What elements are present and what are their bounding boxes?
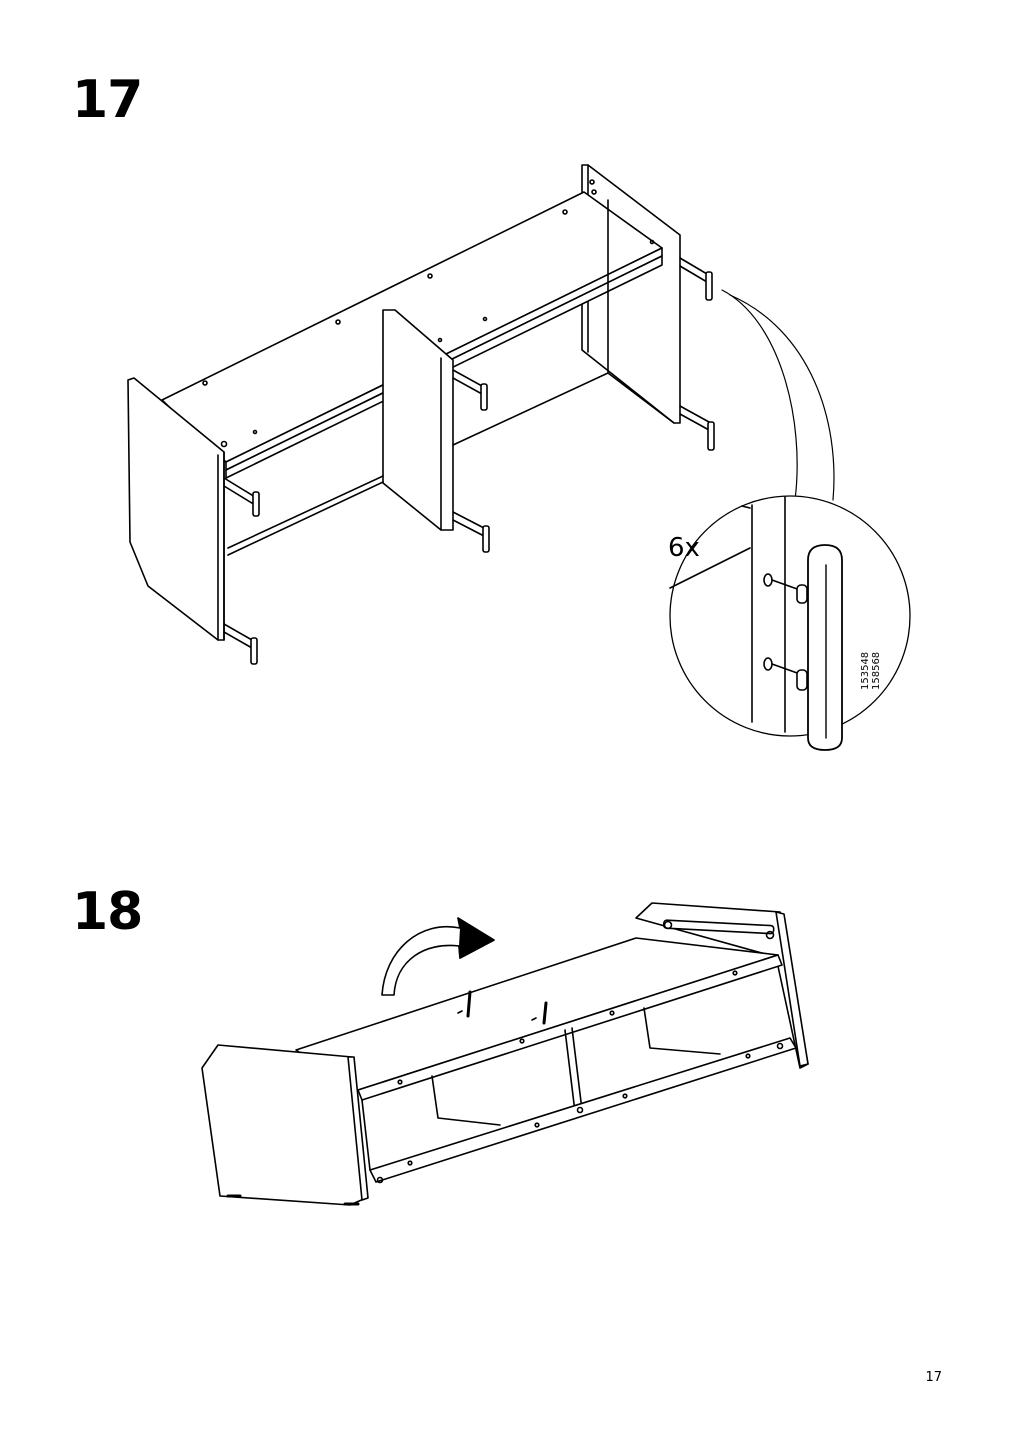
left-side-panel xyxy=(127,377,225,641)
quantity-label: 6x xyxy=(668,533,700,563)
detail-callout xyxy=(669,495,911,751)
connector-pins xyxy=(223,257,715,665)
rotate-arrow-icon xyxy=(381,917,495,996)
page-number: 17 xyxy=(925,1370,942,1385)
step-18-illustration xyxy=(201,902,809,1206)
step-number-17: 17 xyxy=(72,70,143,130)
step-number-18: 18 xyxy=(72,882,143,942)
part-number-1: 153548 xyxy=(860,652,871,690)
step-17-illustration xyxy=(127,164,911,751)
right-end-panel xyxy=(635,902,809,1069)
left-end-panel xyxy=(201,1044,369,1206)
middle-divider xyxy=(382,309,454,531)
part-number-2: 158568 xyxy=(871,652,882,690)
